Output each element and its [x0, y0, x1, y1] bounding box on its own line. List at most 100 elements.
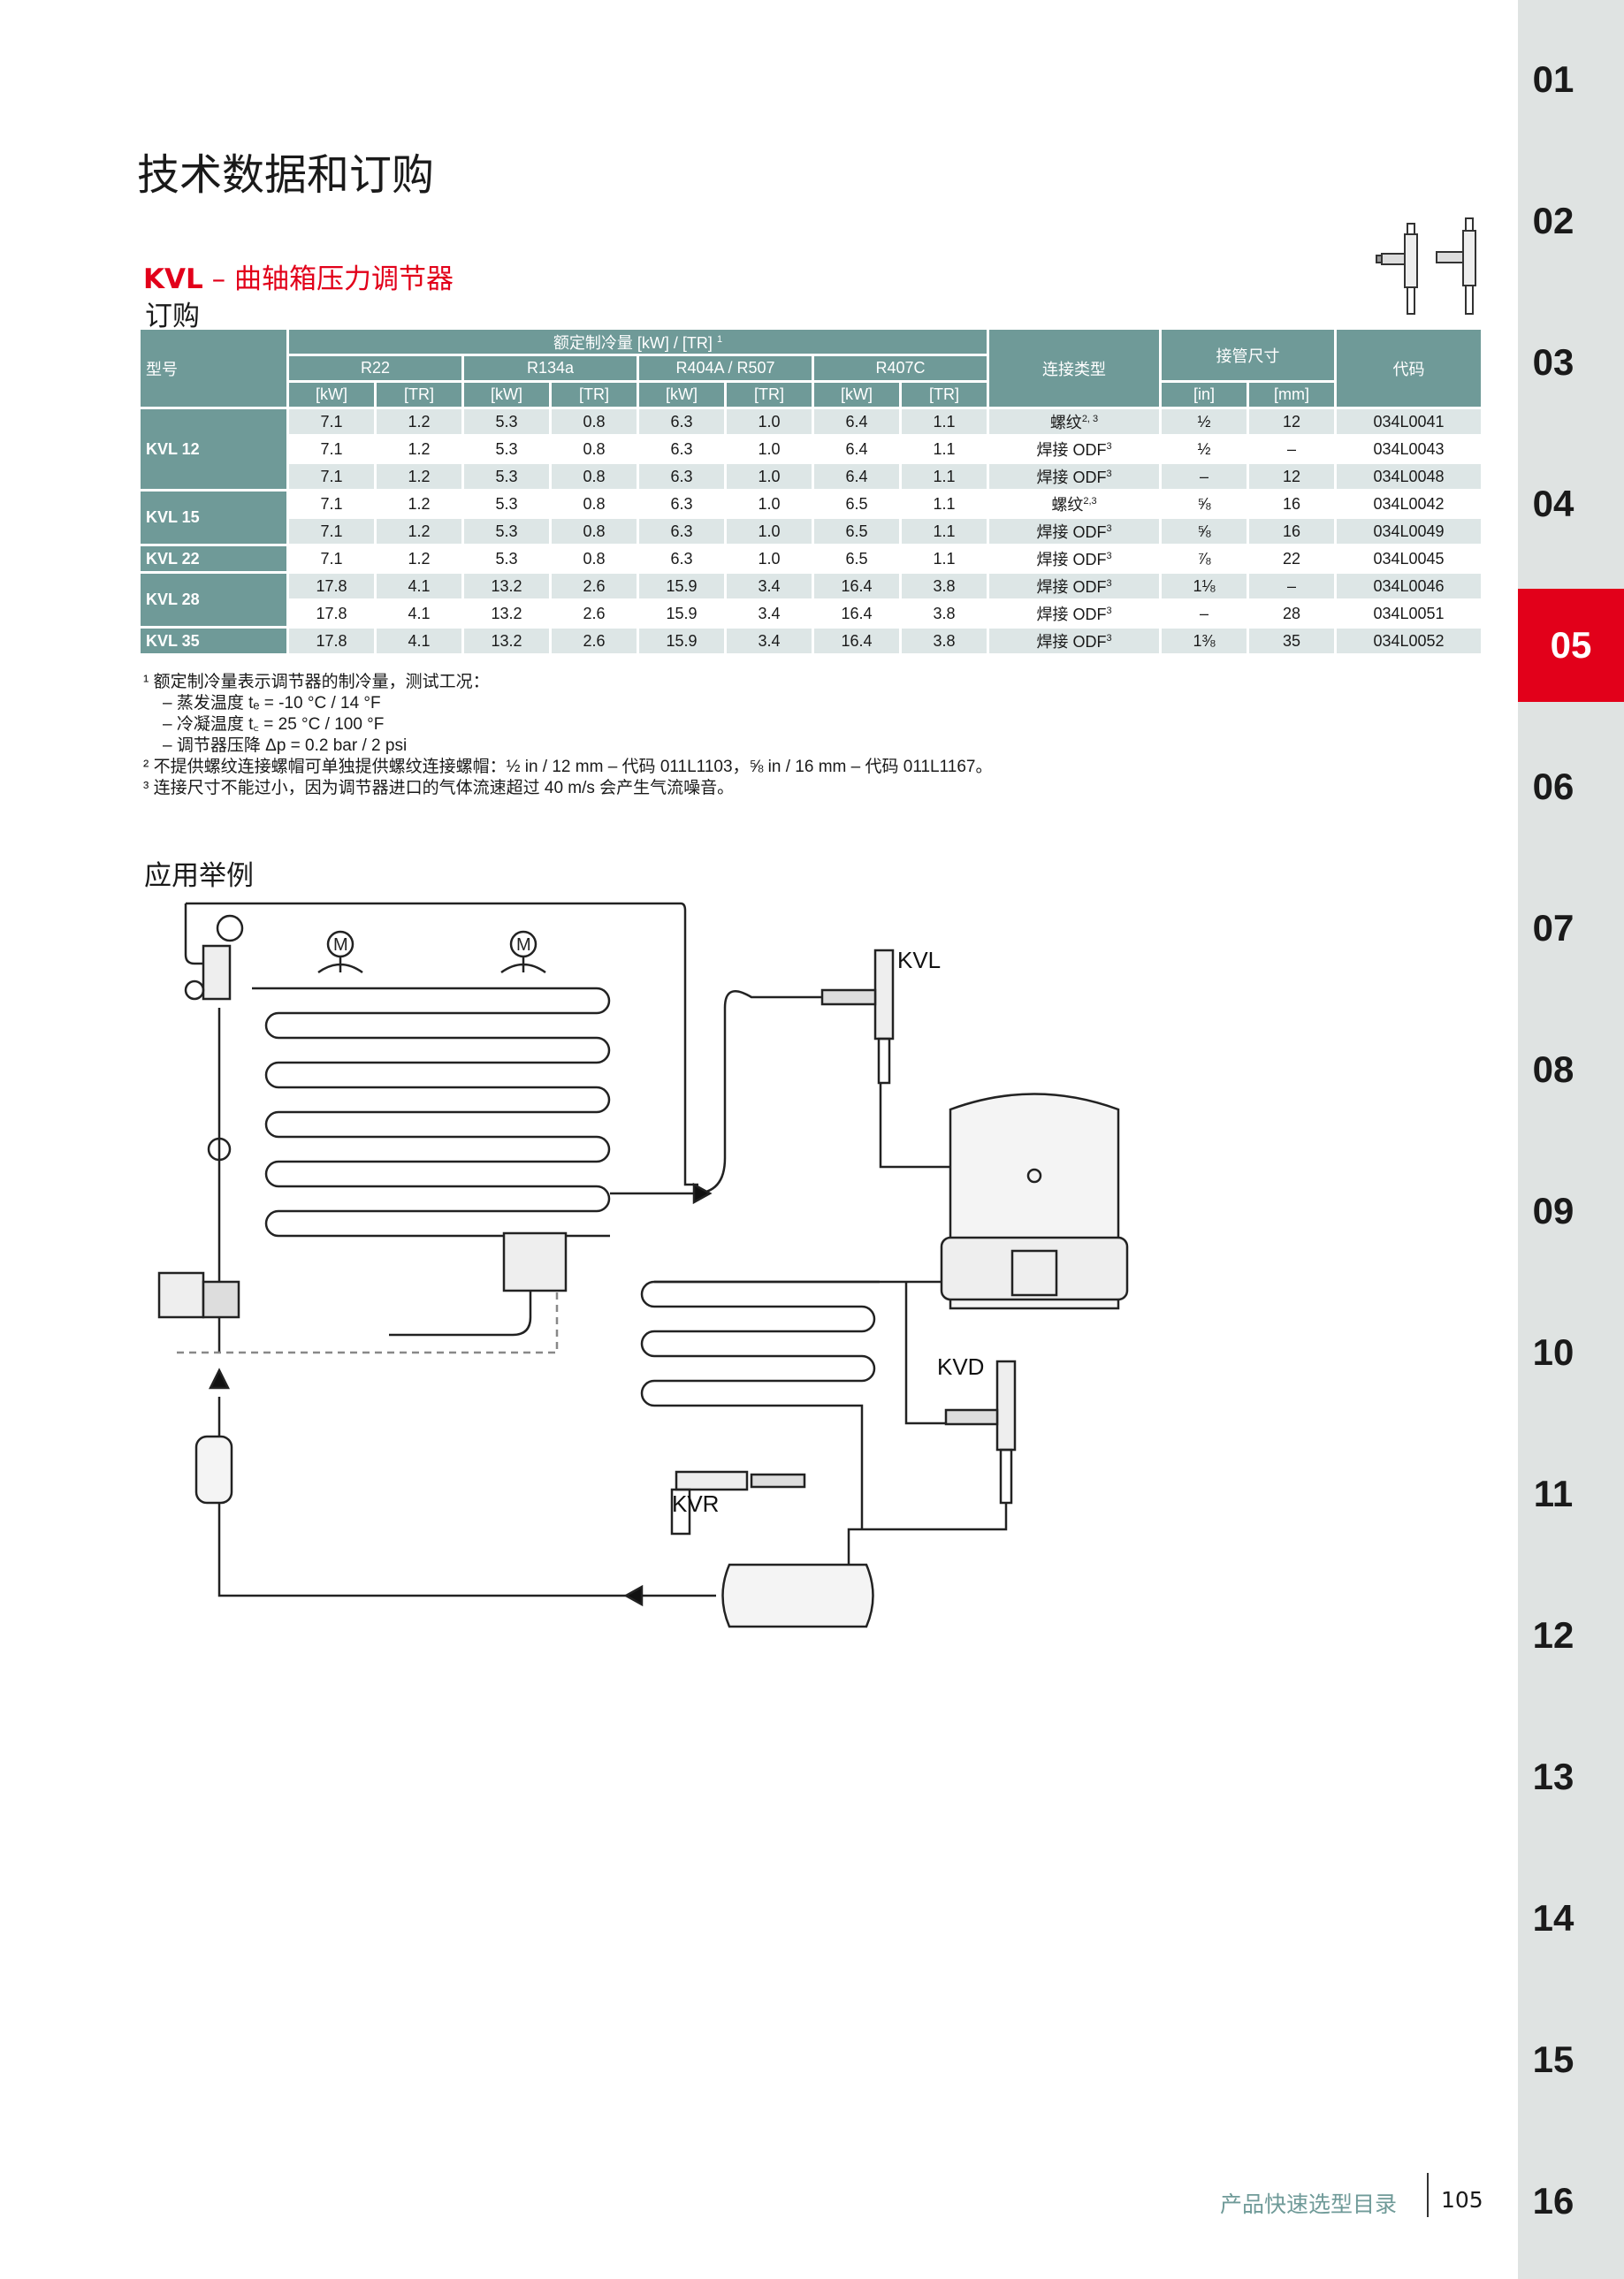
capacity-cell: 1.0 — [727, 492, 812, 516]
capacity-cell: 7.1 — [289, 437, 374, 461]
capacity-cell: 4.1 — [377, 601, 461, 626]
capacity-cell: 6.5 — [814, 492, 899, 516]
capacity-cell: 5.3 — [464, 409, 549, 434]
chapter-tab-02[interactable]: 02 — [1532, 200, 1574, 241]
capacity-cell: 6.4 — [814, 409, 899, 434]
unit-tr: [TR] — [552, 383, 637, 407]
capacity-cell: 0.8 — [552, 519, 637, 544]
chapter-tab-06[interactable]: 06 — [1532, 766, 1574, 807]
expansion-valve-icon — [184, 944, 232, 1001]
chapter-tab-15[interactable]: 15 — [1532, 2039, 1574, 2080]
size-mm-cell: 22 — [1249, 546, 1334, 571]
evaporator-frame — [186, 902, 698, 1186]
header-size: 接管尺寸 — [1162, 330, 1334, 380]
unit-kw: [kW] — [814, 383, 899, 407]
connection-cell: 焊接 ODF3 — [989, 546, 1159, 571]
code-cell: 034L0042 — [1337, 492, 1481, 516]
capacity-cell: 3.4 — [727, 574, 812, 598]
chapter-tab-10[interactable]: 10 — [1532, 1331, 1574, 1373]
header-refrigerant: R22 — [289, 356, 461, 380]
code-cell: 034L0043 — [1337, 437, 1481, 461]
chapter-tab-12[interactable]: 12 — [1532, 1614, 1574, 1656]
chapter-tab-11[interactable]: 11 — [1533, 1473, 1574, 1514]
capacity-cell: 6.3 — [639, 437, 724, 461]
capacity-cell: 6.3 — [639, 409, 724, 434]
code-cell: 034L0041 — [1337, 409, 1481, 434]
capacity-cell: 3.4 — [727, 601, 812, 626]
capacity-cell: 0.8 — [552, 409, 637, 434]
header-connection: 连接类型 — [989, 330, 1159, 407]
capacity-cell: 1.1 — [902, 519, 987, 544]
capacity-cell: 16.4 — [814, 574, 899, 598]
pressure-switch-icon — [389, 1231, 568, 1337]
size-mm-cell: 16 — [1249, 519, 1334, 544]
chapter-tab-09[interactable]: 09 — [1532, 1190, 1574, 1231]
capacity-cell: 1.0 — [727, 519, 812, 544]
capacity-cell: 3.8 — [902, 574, 987, 598]
chapter-tab-13[interactable]: 13 — [1532, 1756, 1574, 1797]
capacity-cell: 6.3 — [639, 492, 724, 516]
capacity-cell: 3.8 — [902, 601, 987, 626]
capacity-cell: 6.3 — [639, 546, 724, 571]
product-code: KVL — [143, 263, 203, 295]
chapter-tab-03[interactable]: 03 — [1532, 341, 1574, 383]
order-label: 订购 — [145, 301, 200, 332]
ordering-table: 型号 额定制冷量 [kW] / [TR] 1 连接类型 接管尺寸 代码 R22 … — [138, 327, 1483, 656]
chapter-tab-04[interactable]: 04 — [1532, 483, 1574, 524]
capacity-cell: 1.0 — [727, 464, 812, 489]
kvd-valve-icon — [944, 1360, 1017, 1505]
chapter-tab-08[interactable]: 08 — [1532, 1048, 1574, 1090]
capacity-cell: 6.5 — [814, 546, 899, 571]
capacity-cell: 1.2 — [377, 519, 461, 544]
svg-text:M: M — [516, 935, 531, 955]
capacity-cell: 5.3 — [464, 437, 549, 461]
capacity-cell: 7.1 — [289, 492, 374, 516]
chapter-tab-07[interactable]: 07 — [1532, 907, 1574, 949]
capacity-cell: 2.6 — [552, 574, 637, 598]
capacity-cell: 16.4 — [814, 629, 899, 653]
chapter-tab-01[interactable]: 01 — [1532, 58, 1574, 100]
header-code: 代码 — [1337, 330, 1481, 407]
capacity-cell: 4.1 — [377, 629, 461, 653]
code-cell: 034L0051 — [1337, 601, 1481, 626]
chapter-tab-16[interactable]: 16 — [1532, 2180, 1574, 2222]
size-mm-cell: 12 — [1249, 464, 1334, 489]
capacity-cell: 5.3 — [464, 464, 549, 489]
code-cell: 034L0045 — [1337, 546, 1481, 571]
size-mm-cell: 35 — [1249, 629, 1334, 653]
size-in-cell: ⅝ — [1162, 492, 1247, 516]
capacity-cell: 1.2 — [377, 437, 461, 461]
suction-line — [610, 990, 822, 1195]
capacity-cell: 6.3 — [639, 519, 724, 544]
chapter-tab-14[interactable]: 14 — [1532, 1897, 1574, 1939]
sight-glass-icon — [207, 1137, 232, 1162]
unit-in: [in] — [1162, 383, 1247, 407]
size-in-cell: 1⅛ — [1162, 574, 1247, 598]
capacity-cell: 0.8 — [552, 437, 637, 461]
size-mm-cell: 28 — [1249, 601, 1334, 626]
connection-cell: 焊接 ODF3 — [989, 629, 1159, 653]
capacity-cell: 5.3 — [464, 546, 549, 571]
capacity-cell: 17.8 — [289, 574, 374, 598]
size-in-cell: – — [1162, 464, 1247, 489]
chapter-tab-05[interactable]: 05 — [1518, 589, 1624, 702]
capacity-cell: 6.4 — [814, 464, 899, 489]
capacity-cell: 7.1 — [289, 519, 374, 544]
unit-tr: [TR] — [727, 383, 812, 407]
capacity-cell: 4.1 — [377, 574, 461, 598]
capacity-cell: 1.1 — [902, 409, 987, 434]
capacity-cell: 13.2 — [464, 574, 549, 598]
model-cell: KVL 15 — [141, 492, 286, 544]
capacity-cell: 0.8 — [552, 492, 637, 516]
kvr-label: KVR — [672, 1490, 719, 1517]
header-model: 型号 — [141, 330, 286, 407]
footnote-2: ² 不提供螺纹连接螺帽可单独提供螺纹连接螺帽：½ in / 12 mm – 代码… — [143, 758, 993, 776]
footer-catalog-title: 产品快速选型目录 — [1220, 2191, 1398, 2217]
size-mm-cell: – — [1249, 574, 1334, 598]
model-cell: KVL 35 — [141, 629, 286, 653]
